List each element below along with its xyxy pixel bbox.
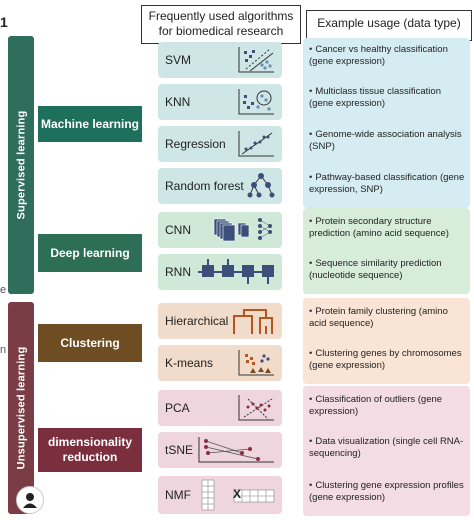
algo-tsne-label: tSNE xyxy=(165,443,194,457)
algo-nmf: NMF X xyxy=(158,476,282,514)
dim-reduction-line2: reduction xyxy=(62,450,118,464)
algo-svm: SVM xyxy=(158,42,282,78)
edge-fragment: n xyxy=(0,344,7,356)
category-deep-learning: Deep learning xyxy=(38,234,142,272)
unsupervised-learning-bar: Unsupervised learning xyxy=(8,302,34,514)
category-dimensionality-reduction: dimensionality reduction xyxy=(38,428,142,472)
unsupervised-learning-label: Unsupervised learning xyxy=(15,346,28,470)
algo-rnn: RNN xyxy=(158,254,282,290)
usage-item-random-forest: •Pathway-based classification (gene expr… xyxy=(309,172,465,196)
dendrogram-icon xyxy=(233,309,273,334)
algo-regression: Regression xyxy=(158,126,282,162)
svm-icon xyxy=(238,47,274,73)
usage-item-svm: •Cancer vs healthy classification (gene … xyxy=(309,44,448,68)
edge-fragment: e xyxy=(0,284,7,296)
algo-pca-label: PCA xyxy=(165,401,190,415)
dim-reduction-line1: dimensionality xyxy=(47,435,133,449)
usage-group-clustering: •Protein family clustering (amino acid s… xyxy=(303,298,470,384)
algo-random-forest: Random forest xyxy=(158,168,282,204)
usage-item-kmeans: •Clustering genes by chromosomes (gene e… xyxy=(309,348,462,372)
algo-kmeans-label: K-means xyxy=(165,356,214,370)
category-clustering: Clustering xyxy=(38,324,142,362)
user-avatar-button[interactable] xyxy=(16,486,44,514)
category-machine-learning: Machine learning xyxy=(38,106,142,142)
algo-svm-label: SVM xyxy=(165,53,192,67)
usage-item-rnn: •Sequence similarity prediction (nucleot… xyxy=(309,258,442,282)
tsne-icon xyxy=(198,437,274,463)
edge-fragment: 1 xyxy=(0,14,8,30)
decision-tree-icon xyxy=(247,173,275,198)
nmf-multiply-sign: X xyxy=(233,487,242,501)
usage-rnn-text: Sequence similarity prediction (nucleoti… xyxy=(309,258,442,282)
usage-cnn-text: Protein secondary structure prediction (… xyxy=(309,216,449,240)
algo-cnn-label: CNN xyxy=(165,223,191,237)
usage-random-forest-text: Pathway-based classification (gene expre… xyxy=(309,172,465,196)
pca-icon xyxy=(238,395,274,421)
algorithms-header: Frequently used algorithms for biomedica… xyxy=(141,5,301,44)
algo-regression-label: Regression xyxy=(165,137,226,151)
algo-nmf-label: NMF xyxy=(165,488,191,502)
usage-group-dimensionality-reduction: •Classification of outliers (gene expres… xyxy=(303,386,470,516)
algo-random-forest-label: Random forest xyxy=(165,179,244,193)
kmeans-icon xyxy=(238,350,274,376)
usage-tsne-text: Data visualization (single cell RNA-sequ… xyxy=(309,436,464,460)
usage-svm-text: Cancer vs healthy classification (gene e… xyxy=(309,44,448,68)
user-icon xyxy=(23,493,37,508)
usage-kmeans-text: Clustering genes by chromosomes (gene ex… xyxy=(309,348,462,372)
usage-item-tsne: •Data visualization (single cell RNA-seq… xyxy=(309,436,464,460)
algo-tsne: tSNE xyxy=(158,432,282,468)
rnn-icon xyxy=(198,259,274,284)
algo-knn: KNN xyxy=(158,84,282,120)
usage-nmf-text: Clustering gene expression profiles (gen… xyxy=(309,480,464,504)
algo-kmeans: K-means xyxy=(158,345,282,381)
supervised-learning-label: Supervised learning xyxy=(15,110,28,220)
algo-pca: PCA xyxy=(158,390,282,426)
usage-item-regression: •Genome-wide association analysis (SNP) xyxy=(309,129,462,153)
usage-header: Example usage (data type) xyxy=(306,10,472,41)
cnn-icon xyxy=(213,218,272,242)
knn-icon xyxy=(238,89,274,115)
algo-cnn: CNN xyxy=(158,212,282,248)
algo-hierarchical-label: Hierarchical xyxy=(165,314,229,328)
algo-hierarchical: Hierarchical xyxy=(158,303,282,339)
usage-knn-text: Multiclass tissue classification (gene e… xyxy=(309,86,441,110)
usage-item-pca: •Classification of outliers (gene expres… xyxy=(309,394,443,418)
supervised-learning-bar: Supervised learning xyxy=(8,36,34,294)
usage-hierarchical-text: Protein family clustering (amino acid se… xyxy=(309,306,448,330)
regression-icon xyxy=(238,131,274,157)
usage-regression-text: Genome-wide association analysis (SNP) xyxy=(309,129,462,153)
usage-pca-text: Classification of outliers (gene express… xyxy=(309,394,443,418)
usage-group-deep-learning: •Protein secondary structure prediction … xyxy=(303,208,470,294)
usage-item-hierarchical: •Protein family clustering (amino acid s… xyxy=(309,306,448,330)
algo-knn-label: KNN xyxy=(165,95,191,109)
algo-rnn-label: RNN xyxy=(165,265,191,279)
usage-item-cnn: •Protein secondary structure prediction … xyxy=(309,216,449,240)
usage-item-knn: •Multiclass tissue classification (gene … xyxy=(309,86,441,110)
usage-group-machine-learning: •Cancer vs healthy classification (gene … xyxy=(303,38,470,208)
usage-item-nmf: •Clustering gene expression profiles (ge… xyxy=(309,480,464,504)
nmf-matrix-icon xyxy=(201,479,275,511)
